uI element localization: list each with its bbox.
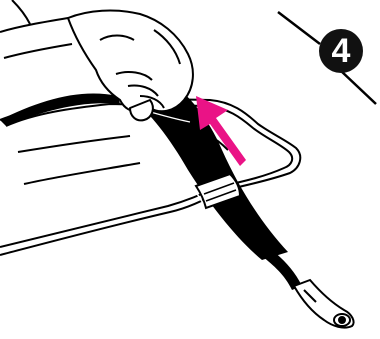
corner-divider-line-bottom — [340, 70, 376, 104]
seat-crease-2 — [24, 163, 140, 184]
strap-tail — [262, 250, 302, 290]
seat-bottom-inner-edge — [0, 186, 219, 247]
corner-divider-line-top — [278, 12, 320, 44]
strap-clip-icon — [294, 280, 354, 328]
step-number: 4 — [319, 29, 363, 73]
seat-crease-1 — [18, 136, 130, 152]
